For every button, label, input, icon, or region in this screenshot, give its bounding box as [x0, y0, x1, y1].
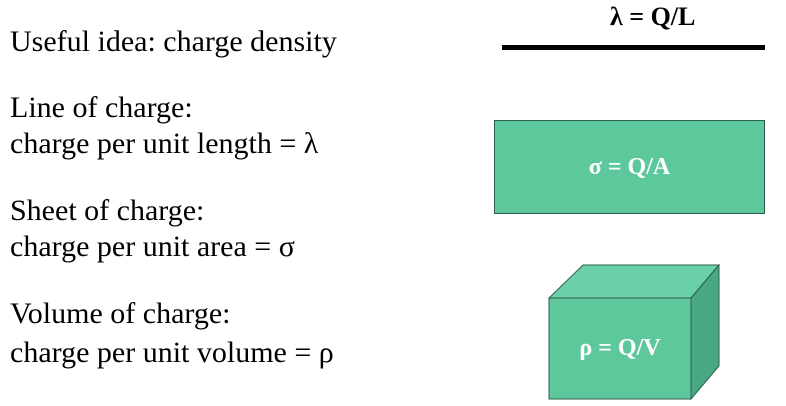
line-charge-heading: Line of charge: — [10, 91, 193, 124]
volume-charge-cube: ρ = Q/V — [548, 264, 720, 400]
line-charge-description: charge per unit length = λ — [10, 127, 319, 160]
volume-charge-description: charge per unit volume = ρ — [10, 336, 334, 369]
sheet-charge-heading: Sheet of charge: — [10, 194, 205, 227]
sheet-charge-formula: σ = Q/A — [588, 153, 671, 180]
useful-idea-text: Useful idea: charge density — [10, 25, 337, 58]
cube-label-wrap: ρ = Q/V — [549, 298, 691, 398]
line-charge-bar — [502, 45, 765, 50]
sheet-charge-box: σ = Q/A — [494, 120, 765, 214]
sheet-charge-description: charge per unit area = σ — [10, 230, 295, 263]
cube-front-face — [548, 297, 692, 400]
cube-top-face — [548, 264, 720, 299]
volume-charge-formula: ρ = Q/V — [579, 334, 661, 361]
cube-drawing — [548, 264, 720, 400]
line-charge-formula: λ = Q/L — [610, 2, 696, 31]
volume-charge-heading: Volume of charge: — [10, 297, 231, 330]
